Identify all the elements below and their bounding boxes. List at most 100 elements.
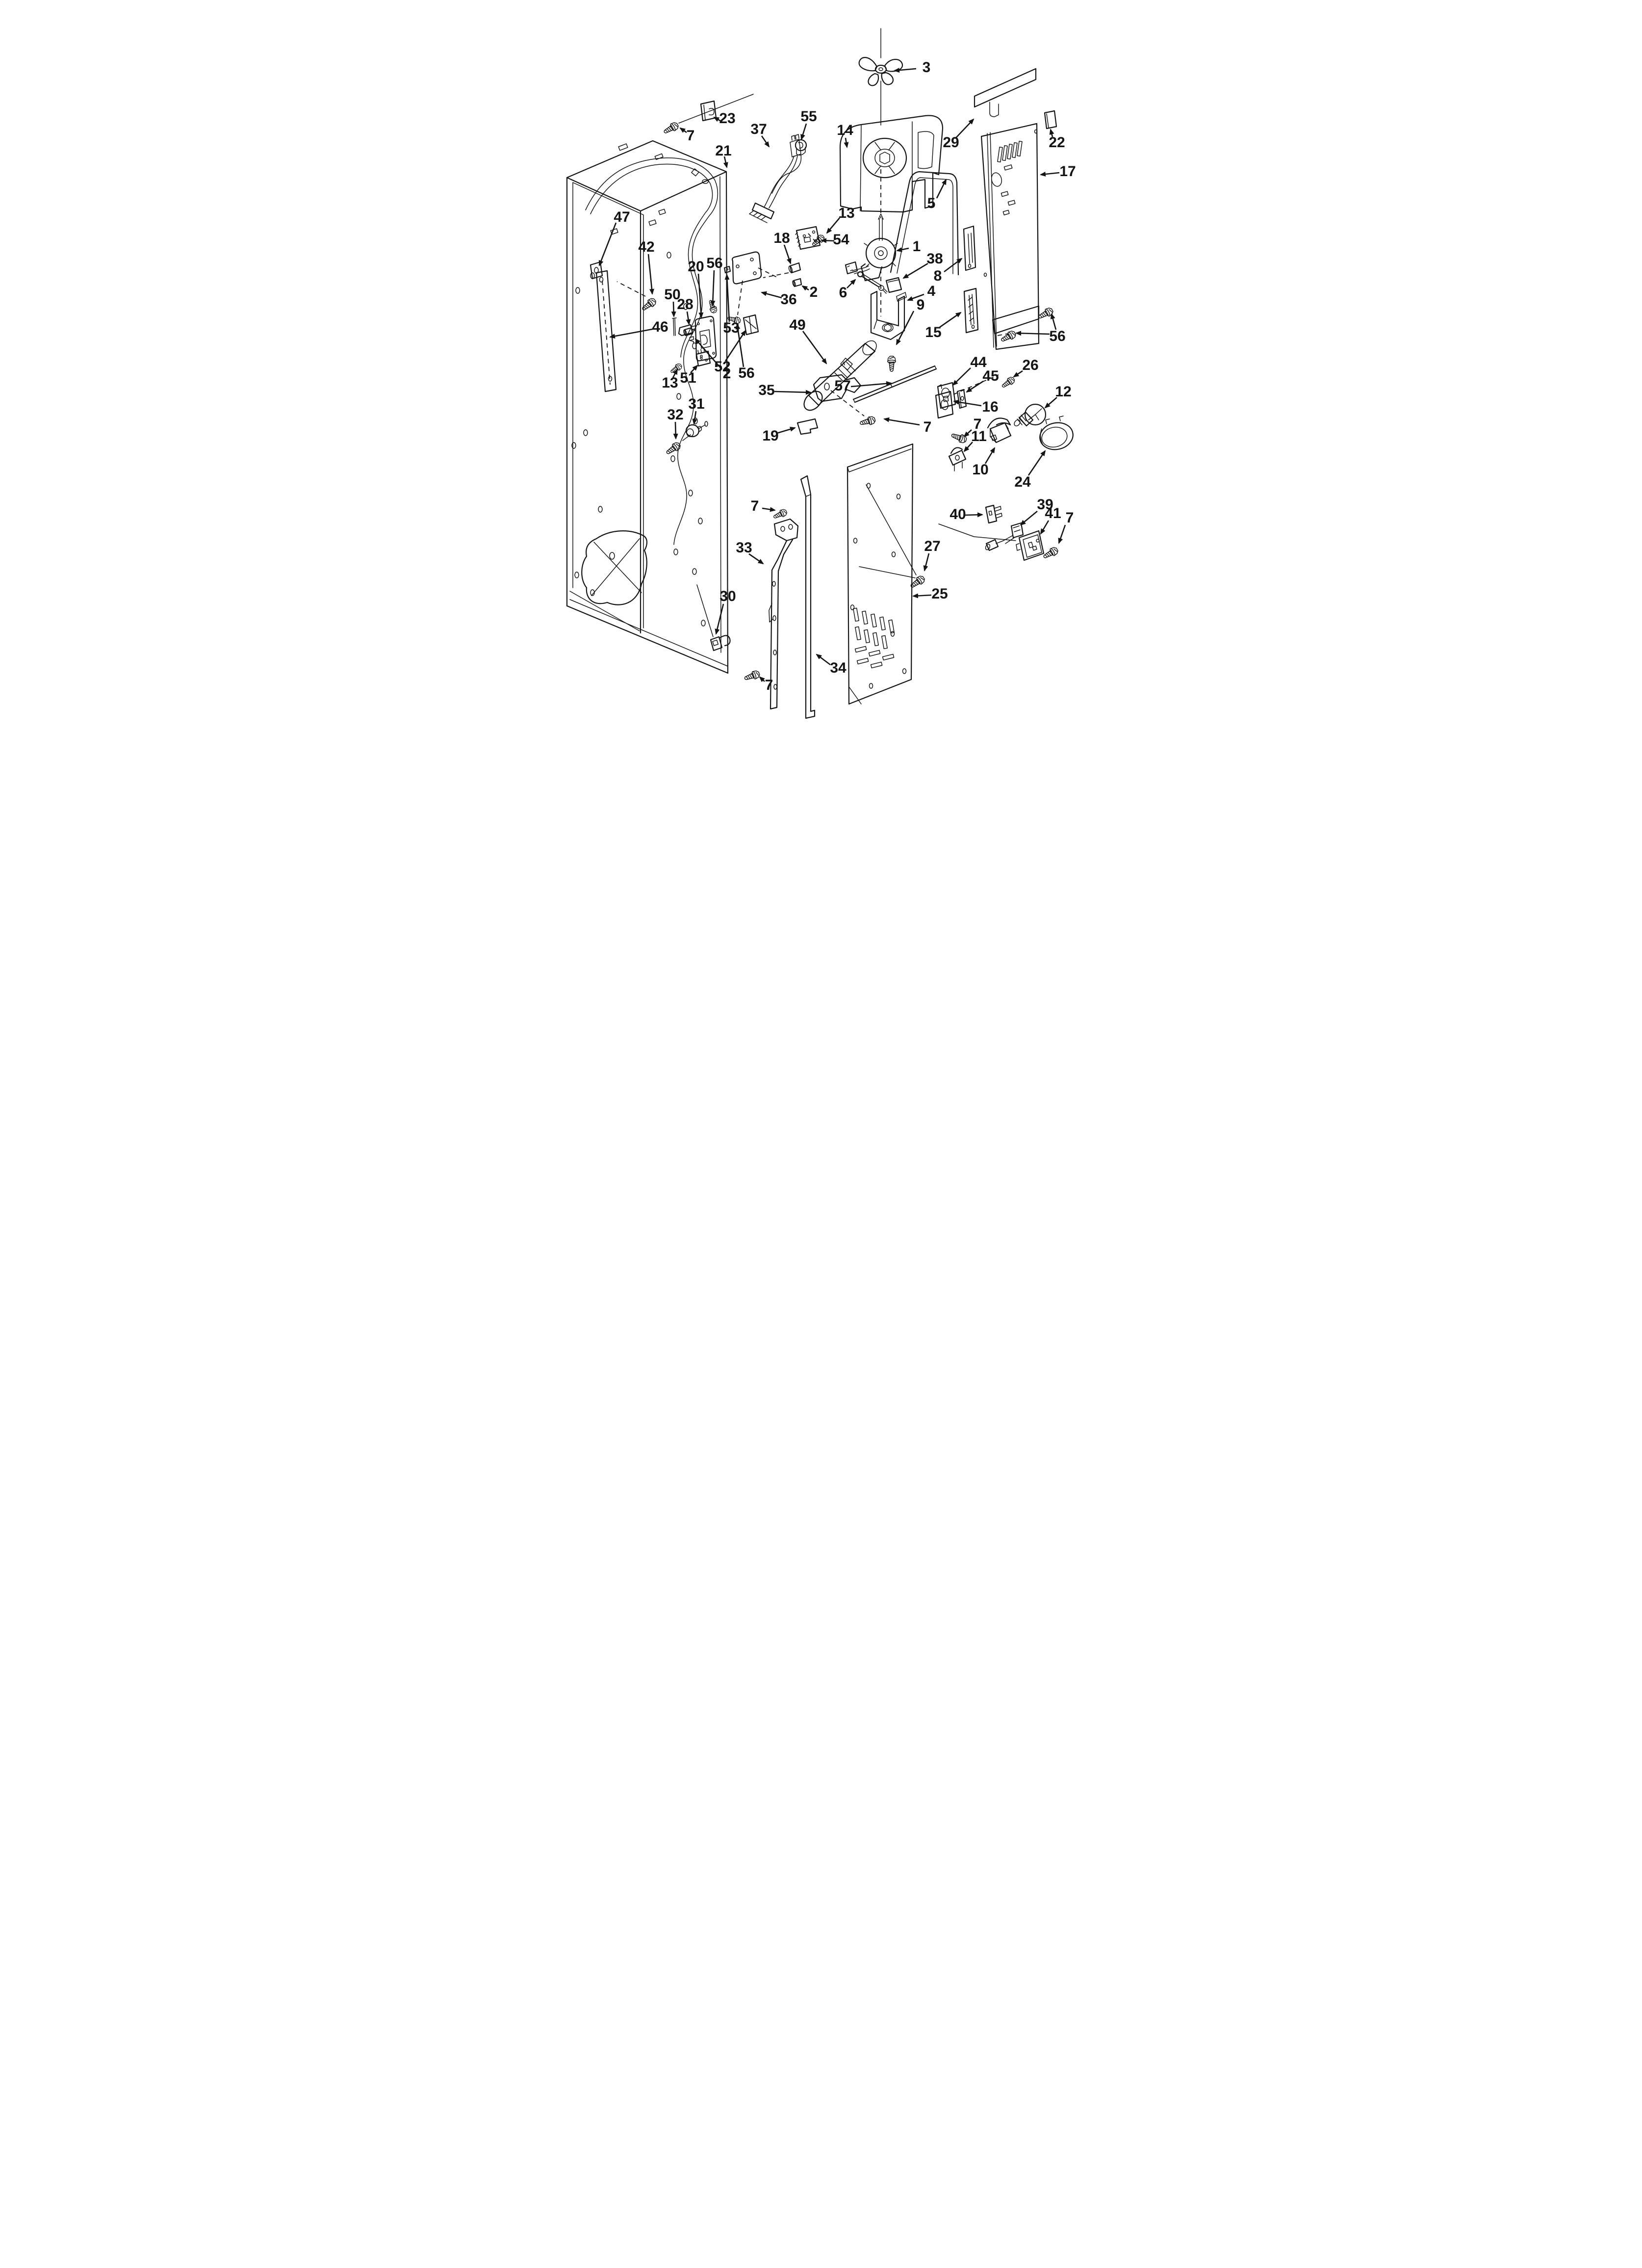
callout-arrow-29 [955,118,975,138]
callout-arrow-7 [963,429,972,438]
callout-7: 7 [1066,510,1074,526]
callout-arrow-32 [673,421,678,440]
screw-56-bottom [999,329,1018,344]
screw-42 [640,296,658,313]
callout-27: 27 [924,538,940,554]
part-6-link [857,271,888,294]
callout-arrow-20 [697,273,704,318]
callout-35: 35 [758,382,774,398]
part-57-strip [852,365,937,403]
part-54-board [795,226,821,250]
part-30-clip [696,584,731,652]
callout-36: 36 [780,291,796,308]
part-37-harness [749,134,801,223]
part-38-pad [885,277,902,293]
callout-23: 23 [719,110,735,127]
callout-arrow-51 [690,365,698,373]
callout-49: 49 [789,317,805,333]
part-29-bar [974,68,1037,117]
callout-arrow-18 [783,244,792,264]
callout-arrow-25 [912,593,932,599]
callout-arrow-50 [671,301,676,317]
callout-40: 40 [949,506,966,522]
part-41-switch [1016,530,1045,561]
callout-arrow-35 [774,390,812,395]
callout-19: 19 [762,428,778,444]
part-25-panel [847,443,917,705]
callout-28: 28 [677,296,693,313]
part-51-board [695,348,711,367]
part-12-bulb [1014,403,1047,427]
callout-8: 8 [934,268,942,284]
callout-18: 18 [773,230,790,246]
callout-arrow-56 [1015,331,1050,336]
callout-2: 2 [810,284,818,300]
callout-56: 56 [1049,328,1065,344]
callout-24: 24 [1014,474,1031,490]
callout-15: 15 [925,324,941,340]
callout-arrow-56 [710,270,716,307]
callout-11: 11 [971,428,987,444]
part-5-gasket [890,171,959,276]
screw-7b [859,415,876,428]
callout-20: 20 [688,259,704,275]
callout-arrow-11 [963,442,973,452]
callout-4: 4 [927,283,936,299]
callout-arrow-5 [936,179,947,199]
callout-56: 56 [706,255,722,271]
callout-16: 16 [982,399,998,415]
screw-7a [662,121,680,136]
callout-arrow-1 [896,247,909,252]
callout-10: 10 [972,462,988,478]
callout-arrow-16 [953,399,982,407]
part-36-plate [732,251,778,315]
callout-26: 26 [1022,357,1038,373]
callout-arrow-7 [762,507,776,512]
callout-7: 7 [974,416,982,432]
callout-arrow-28 [686,311,691,325]
callout-arrow-13 [672,368,678,378]
screw-56-top [1036,306,1055,321]
part-45-bar [956,389,967,409]
callout-7: 7 [924,419,932,435]
callout-arrow-36 [761,291,782,299]
callout-arrow-15 [939,312,962,328]
callout-13: 13 [662,375,678,391]
callout-22: 22 [1049,134,1065,151]
cabinet-liner [566,140,729,674]
callout-57: 57 [834,378,850,394]
part-22-pad [1044,110,1057,130]
callout-arrow-10 [984,447,996,464]
callout-arrow-4 [907,293,924,301]
callout-arrow-19 [776,427,796,434]
callout-arrow-23 [713,116,722,123]
callout-arrow-42 [647,254,654,295]
callout-17: 17 [1059,163,1076,180]
part-18-spacer [763,262,801,278]
callout-arrow-7 [883,417,920,426]
callout-arrow-55 [800,123,807,140]
callout-7: 7 [751,498,759,514]
callout-arrow-12 [1044,397,1057,409]
callout-arrow-9 [896,311,915,345]
callout-arrow-41 [1040,520,1050,535]
callout-1: 1 [913,238,921,255]
callout-21: 21 [715,143,731,159]
screw-7f [743,669,761,683]
callout-arrow-38 [902,262,928,279]
part-52-clip [743,314,759,336]
callout-41: 41 [1045,505,1061,521]
part-34-tube [800,475,816,719]
callout-arrow-47 [598,222,617,266]
part-31-grommet [685,421,708,438]
part-4-motor-bracket [870,290,907,340]
callout-arrow-7 [759,676,765,682]
part-19-pad [796,418,819,435]
callout-13: 13 [838,205,854,221]
part-2b-spacer [683,327,693,337]
leader-line-switch [938,523,1016,541]
callout-arrow-56 [735,323,744,367]
callout-arrow-3 [894,68,917,73]
callout-arrow-31 [692,411,697,425]
